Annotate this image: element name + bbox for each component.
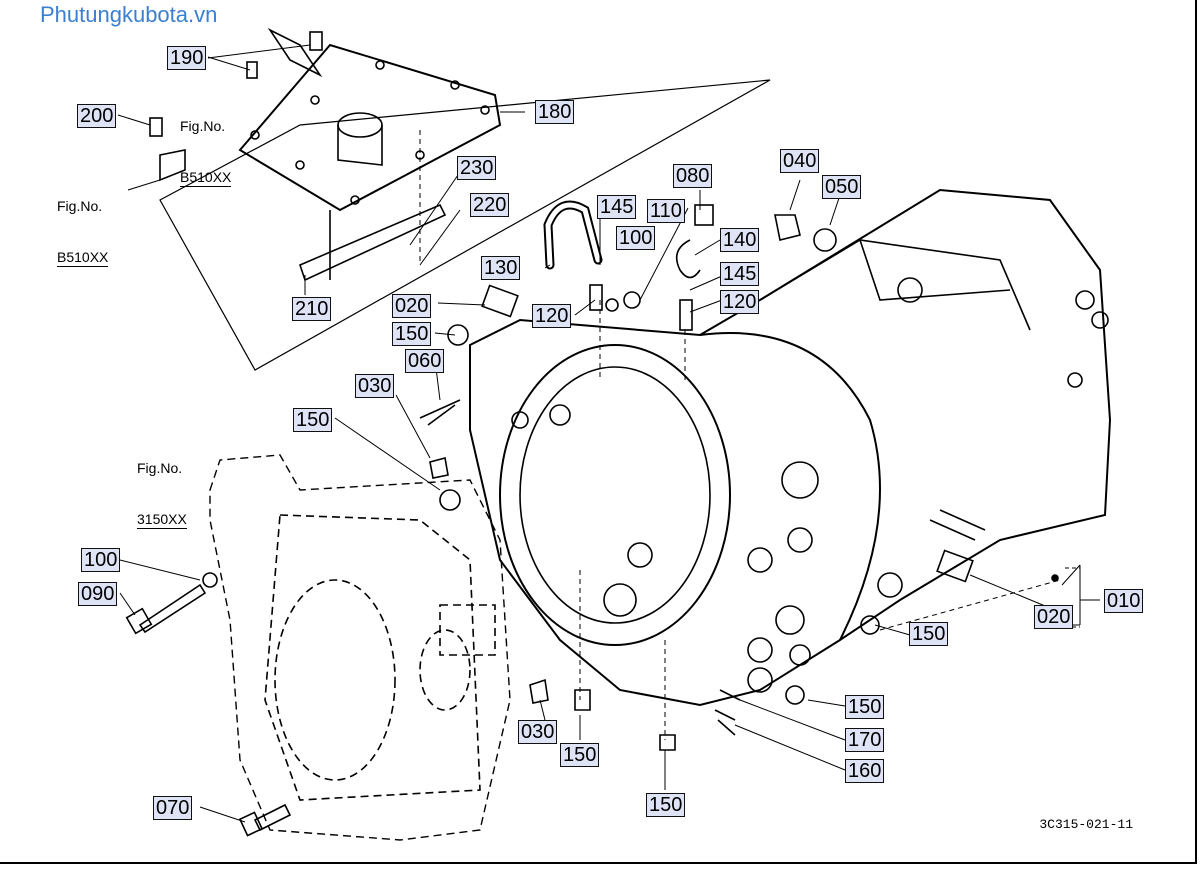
fig-ref-code: B510XX <box>180 169 232 187</box>
callout-210[interactable]: 210 <box>292 297 332 321</box>
callout-060[interactable]: 060 <box>405 349 445 373</box>
callout-030-upper[interactable]: 030 <box>355 374 395 398</box>
callout-150-left[interactable]: 150 <box>293 408 333 432</box>
callout-150-bottom-left[interactable]: 150 <box>560 743 600 767</box>
callout-200[interactable]: 200 <box>77 104 117 128</box>
callout-100-lower[interactable]: 100 <box>81 548 121 572</box>
callout-010[interactable]: 010 <box>1104 589 1144 613</box>
watermark: Phutungkubota.vn <box>40 2 218 27</box>
callout-070[interactable]: 070 <box>153 796 193 820</box>
callout-150-bottom[interactable]: 150 <box>646 793 686 817</box>
callout-020-lower[interactable]: 020 <box>1034 605 1074 629</box>
fig-ref-label: Fig.No. <box>57 198 103 214</box>
callout-140[interactable]: 140 <box>720 228 760 252</box>
callout-190[interactable]: 190 <box>167 46 207 70</box>
callout-100-upper[interactable]: 100 <box>616 226 656 250</box>
callout-150-lower-right[interactable]: 150 <box>845 695 885 719</box>
fig-ref-3150xx[interactable]: Fig.No. 3150XX <box>137 426 187 563</box>
fig-ref-b510xx-left[interactable]: Fig.No. B510XX <box>57 164 109 301</box>
callout-230[interactable]: 230 <box>457 156 497 180</box>
callout-160[interactable]: 160 <box>845 759 885 783</box>
callout-130[interactable]: 130 <box>481 256 521 280</box>
callout-180[interactable]: 180 <box>535 100 575 124</box>
callout-120-right[interactable]: 120 <box>720 290 760 314</box>
callout-170[interactable]: 170 <box>845 728 885 752</box>
fig-ref-label: Fig.No. <box>180 118 226 134</box>
callout-110[interactable]: 110 <box>647 199 685 223</box>
callout-050[interactable]: 050 <box>822 175 862 199</box>
callout-030-lower[interactable]: 030 <box>518 720 558 744</box>
callout-040[interactable]: 040 <box>780 149 820 173</box>
callout-120-left[interactable]: 120 <box>532 304 572 328</box>
callout-080[interactable]: 080 <box>673 164 713 188</box>
callout-090[interactable]: 090 <box>78 582 118 606</box>
callout-145-right[interactable]: 145 <box>720 262 760 286</box>
fig-ref-label: Fig.No. <box>137 460 183 476</box>
fig-ref-b510xx-top[interactable]: Fig.No. B510XX <box>180 84 232 221</box>
callout-150-right[interactable]: 150 <box>909 622 949 646</box>
fig-ref-code: 3150XX <box>137 511 187 529</box>
callout-145-upper[interactable]: 145 <box>597 195 637 219</box>
fig-ref-code: B510XX <box>57 249 109 267</box>
drawing-code: 3C315-021-11 <box>1039 817 1133 832</box>
callout-220[interactable]: 220 <box>470 193 510 217</box>
callout-150-upper[interactable]: 150 <box>392 322 432 346</box>
callout-020-upper[interactable]: 020 <box>392 294 432 318</box>
